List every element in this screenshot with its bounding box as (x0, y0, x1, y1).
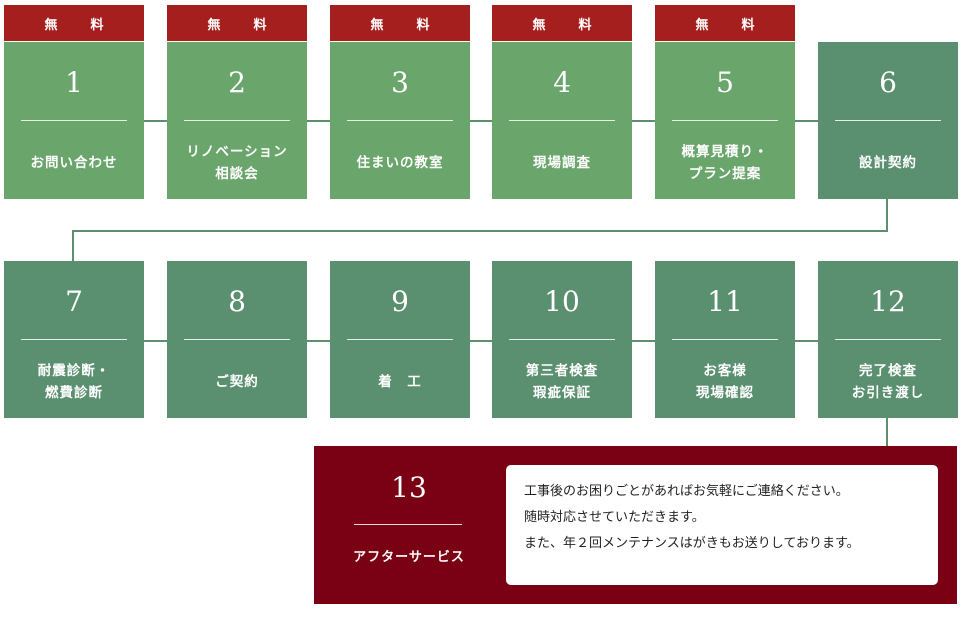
after-service-panel: 13 アフターサービス 工事後のお困りごとがあればお気軽にご連絡ください。 随時… (314, 446, 957, 604)
after-service-number: 13 (391, 471, 427, 504)
connector-12-down (886, 418, 888, 448)
step-divider (509, 339, 615, 340)
step-label: 住まいの教室 (356, 154, 444, 171)
step-8: 8 ご契約 (167, 261, 307, 418)
free-badge-2: 無 料 (167, 5, 307, 41)
step-number: 1 (65, 66, 83, 99)
step-number: 12 (870, 285, 906, 318)
step-divider (184, 120, 290, 121)
step-number: 7 (65, 285, 83, 318)
connector-across (72, 230, 888, 232)
step-label: お問い合わせ (30, 154, 118, 171)
step-label: 着 工 (378, 373, 422, 390)
step-12: 12 完了検査 お引き渡し (818, 261, 958, 418)
connector-6-down (886, 199, 888, 231)
after-service-note: 工事後のお困りごとがあればお気軽にご連絡ください。 随時対応させていただきます。… (506, 465, 938, 585)
after-service-label: アフターサービス (353, 550, 465, 565)
after-service-divider (354, 524, 462, 525)
step-10: 10 第三者検査 瑕疵保証 (492, 261, 632, 418)
step-7: 7 耐震診断・ 燃費診断 (4, 261, 144, 418)
step-number: 9 (391, 285, 409, 318)
connector-row1 (140, 120, 820, 122)
step-divider (672, 120, 778, 121)
step-divider (835, 120, 941, 121)
step-4: 4 現場調査 (492, 42, 632, 199)
step-number: 11 (707, 285, 743, 318)
free-badge-5: 無 料 (655, 5, 795, 41)
step-divider (184, 339, 290, 340)
step-number: 6 (879, 66, 897, 99)
step-1: 1 お問い合わせ (4, 42, 144, 199)
step-2: 2 リノベーション 相談会 (167, 42, 307, 199)
step-divider (509, 120, 615, 121)
step-11: 11 お客様 現場確認 (655, 261, 795, 418)
step-divider (21, 120, 127, 121)
step-label: お客様 現場確認 (696, 362, 754, 401)
step-label: 設計契約 (859, 154, 917, 171)
step-divider (347, 339, 453, 340)
step-label: 概算見積り・ プラン提案 (681, 143, 769, 182)
connector-row2 (140, 340, 820, 342)
step-number: 2 (228, 66, 246, 99)
step-3: 3 住まいの教室 (330, 42, 470, 199)
step-label: 耐震診断・ 燃費診断 (37, 362, 111, 401)
step-9: 9 着 工 (330, 261, 470, 418)
step-number: 5 (716, 66, 734, 99)
free-badge-4: 無 料 (492, 5, 632, 41)
step-label: ご契約 (215, 373, 259, 390)
step-label: 完了検査 お引き渡し (851, 362, 925, 401)
free-badge-1: 無 料 (4, 5, 144, 41)
step-label: 現場調査 (533, 154, 591, 171)
step-5: 5 概算見積り・ プラン提案 (655, 42, 795, 199)
step-number: 3 (391, 66, 409, 99)
step-label: リノベーション 相談会 (186, 143, 288, 182)
step-divider (347, 120, 453, 121)
step-number: 10 (544, 285, 580, 318)
step-number: 8 (228, 285, 246, 318)
step-label: 第三者検査 瑕疵保証 (525, 362, 599, 401)
step-divider (21, 339, 127, 340)
connector-to-7 (72, 230, 74, 262)
step-number: 4 (553, 66, 571, 99)
step-6: 6 設計契約 (818, 42, 958, 199)
step-divider (835, 339, 941, 340)
free-badge-3: 無 料 (330, 5, 470, 41)
step-divider (672, 339, 778, 340)
